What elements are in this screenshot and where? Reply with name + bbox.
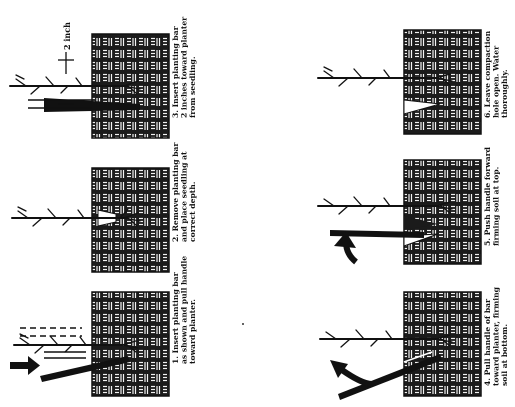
caption-line: firming soil at top. xyxy=(492,166,501,246)
caption-line: from seedling. xyxy=(188,56,197,118)
curved-arrow-icon xyxy=(330,360,372,384)
step-5-caption: 5. Push handle forwardfirming soil at to… xyxy=(483,146,501,246)
step-5-panel: 5. Push handle forwardfirming soil at to… xyxy=(318,146,501,264)
step-6-caption: 6. Leave compactionhole open. Waterthoro… xyxy=(483,30,509,118)
step-3-panel: 2 inch 3. Insert planting bar2 inches to… xyxy=(10,16,197,138)
down-arrow-icon xyxy=(10,356,40,375)
curved-arrow-icon xyxy=(334,232,356,262)
soil-block xyxy=(404,30,481,134)
step-2-caption: 2. Remove planting barand place seedling… xyxy=(171,142,197,242)
caption-line: correct depth. xyxy=(188,181,197,242)
soil-block xyxy=(404,292,481,396)
measure-label: 2 inch xyxy=(62,22,72,50)
caption-line: thoroughly. xyxy=(500,69,509,118)
measure-marker xyxy=(58,52,74,104)
caption-line: toward planter. xyxy=(188,299,197,364)
step-3-caption: 3. Insert planting bar2 inches toward pl… xyxy=(171,16,197,118)
caption-line: soil at bottom. xyxy=(500,324,509,386)
soil-block xyxy=(404,160,481,264)
step-6-panel: 6. Leave compactionhole open. Waterthoro… xyxy=(318,30,509,134)
step-2-panel: 2. Remove planting barand place seedling… xyxy=(12,142,197,272)
step-1-caption: 1. Insert planting baras shown and pull … xyxy=(171,256,197,364)
speck xyxy=(242,323,244,325)
step-4-caption: 4. Pull handle of bartoward planter, fir… xyxy=(483,286,509,386)
step-4-panel: 4. Pull handle of bartoward planter, fir… xyxy=(320,286,509,400)
step-1-panel: 1. Insert planting baras shown and pull … xyxy=(10,256,197,396)
